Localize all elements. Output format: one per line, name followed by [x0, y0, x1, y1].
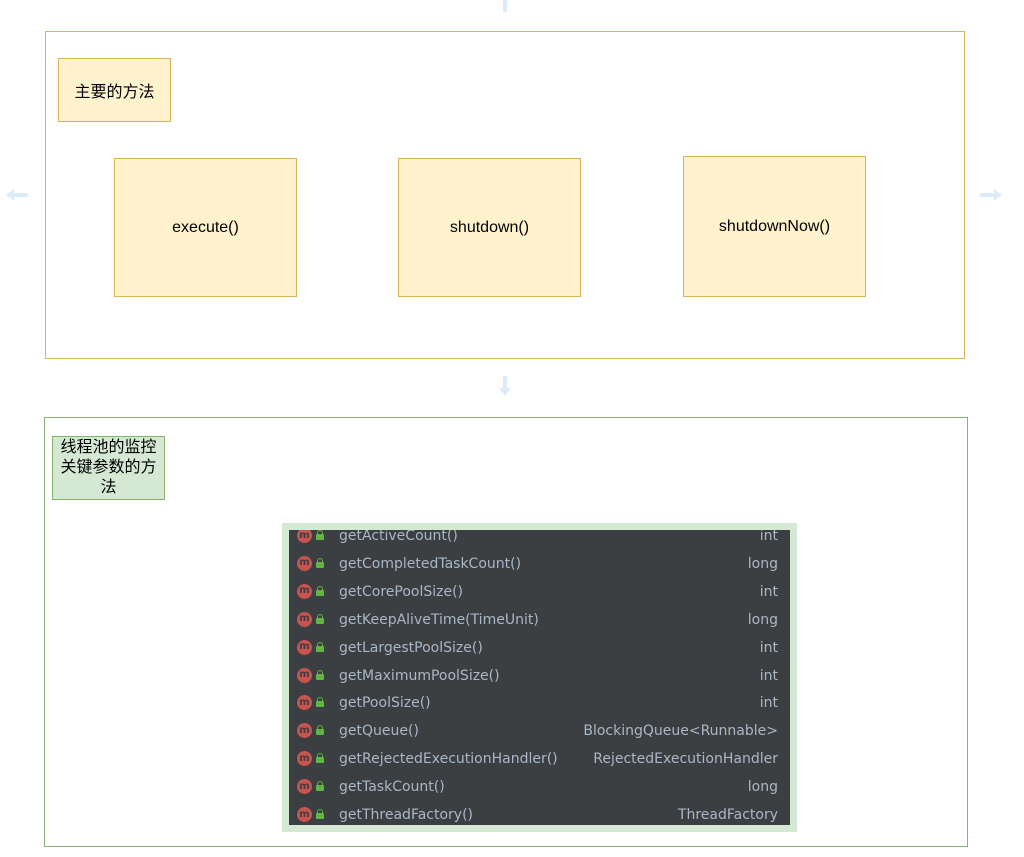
- shutdown-method-box[interactable]: shutdown(): [398, 158, 581, 297]
- method-return-type: int: [759, 583, 778, 600]
- method-row[interactable]: m getActiveCount() int: [289, 530, 790, 550]
- method-icon: m: [297, 583, 312, 599]
- method-return-type: int: [759, 639, 778, 656]
- public-lock-icon: [316, 753, 324, 764]
- method-name: getTaskCount(): [339, 779, 445, 796]
- method-return-type: int: [759, 667, 778, 684]
- method-return-type: RejectedExecutionHandler: [593, 751, 778, 768]
- method-name: getCompletedTaskCount(): [339, 555, 522, 572]
- method-name: getActiveCount(): [339, 530, 458, 544]
- method-row[interactable]: m getLargestPoolSize() int: [289, 634, 790, 662]
- method-icon: m: [297, 667, 312, 683]
- method-name: getRejectedExecutionHandler(): [339, 751, 558, 768]
- method-icon: m: [297, 611, 312, 627]
- method-row[interactable]: m getThreadFactory() ThreadFactory: [289, 801, 790, 825]
- public-lock-icon: [316, 725, 324, 736]
- execute-method-text: execute(): [172, 218, 239, 236]
- method-return-type: long: [747, 611, 778, 628]
- arrow-left-icon: [6, 189, 14, 201]
- method-name: getCorePoolSize(): [339, 583, 464, 600]
- public-lock-icon: [316, 669, 324, 680]
- public-lock-icon: [316, 613, 324, 624]
- method-icon: m: [297, 555, 312, 571]
- method-row[interactable]: m getQueue() BlockingQueue<Runnable>: [289, 717, 790, 745]
- method-name: getQueue(): [339, 723, 419, 740]
- main-methods-label[interactable]: 主要的方法: [58, 58, 171, 122]
- method-name: getLargestPoolSize(): [339, 639, 483, 656]
- method-icon: m: [297, 807, 312, 822]
- arrow-right-icon: [994, 189, 1002, 201]
- connector-middle: [503, 376, 507, 388]
- method-icon: m: [297, 530, 312, 543]
- monitoring-methods-label-text: 线程池的监控关键参数的方法: [60, 439, 157, 496]
- connector-top: [503, 0, 507, 12]
- method-row[interactable]: m getCompletedTaskCount() long: [289, 550, 790, 578]
- public-lock-icon: [316, 781, 324, 792]
- method-icon: m: [297, 751, 312, 767]
- method-return-type: int: [759, 530, 778, 544]
- main-methods-label-text: 主要的方法: [74, 84, 155, 101]
- method-icon: m: [297, 723, 312, 739]
- method-row[interactable]: m getCorePoolSize() int: [289, 578, 790, 606]
- monitoring-methods-label[interactable]: 线程池的监控关键参数的方法: [52, 436, 165, 500]
- method-name: getPoolSize(): [339, 695, 431, 712]
- public-lock-icon: [316, 809, 324, 819]
- method-row[interactable]: m getPoolSize() int: [289, 689, 790, 717]
- shutdown-method-text: shutdown(): [449, 218, 530, 236]
- execute-method-box[interactable]: execute(): [114, 158, 297, 297]
- public-lock-icon: [316, 697, 324, 708]
- method-return-type: long: [747, 555, 778, 572]
- method-return-type: int: [759, 695, 778, 712]
- method-return-type: long: [747, 779, 778, 796]
- method-name: getKeepAliveTime(TimeUnit): [339, 611, 539, 628]
- arrow-down-icon: [499, 388, 511, 396]
- method-return-type: BlockingQueue<Runnable>: [583, 723, 778, 740]
- shutdown-now-method-text: shutdownNow(): [718, 217, 831, 235]
- method-row[interactable]: m getMaximumPoolSize() int: [289, 662, 790, 690]
- method-icon: m: [297, 695, 312, 711]
- public-lock-icon: [316, 585, 324, 596]
- method-name: getMaximumPoolSize(): [339, 667, 500, 684]
- public-lock-icon: [316, 530, 324, 540]
- shutdown-now-method-box[interactable]: shutdownNow(): [683, 156, 866, 297]
- public-lock-icon: [316, 557, 324, 568]
- method-list-panel: m getActiveCount() int m getCompletedTaskCou…: [289, 530, 790, 825]
- method-icon: m: [297, 639, 312, 655]
- method-row[interactable]: m getKeepAliveTime(TimeUnit) long: [289, 606, 790, 634]
- public-lock-icon: [316, 641, 324, 652]
- method-return-type: ThreadFactory: [677, 807, 778, 823]
- method-row[interactable]: m getTaskCount() long: [289, 773, 790, 801]
- method-row[interactable]: m getRejectedExecutionHandler() RejectedEx…: [289, 745, 790, 773]
- method-list-image: m getActiveCount() int m getCompletedTaskCou…: [282, 523, 797, 832]
- method-icon: m: [297, 779, 312, 795]
- connector-left: [14, 193, 28, 197]
- method-name: getThreadFactory(): [339, 807, 474, 823]
- connector-right: [980, 193, 994, 197]
